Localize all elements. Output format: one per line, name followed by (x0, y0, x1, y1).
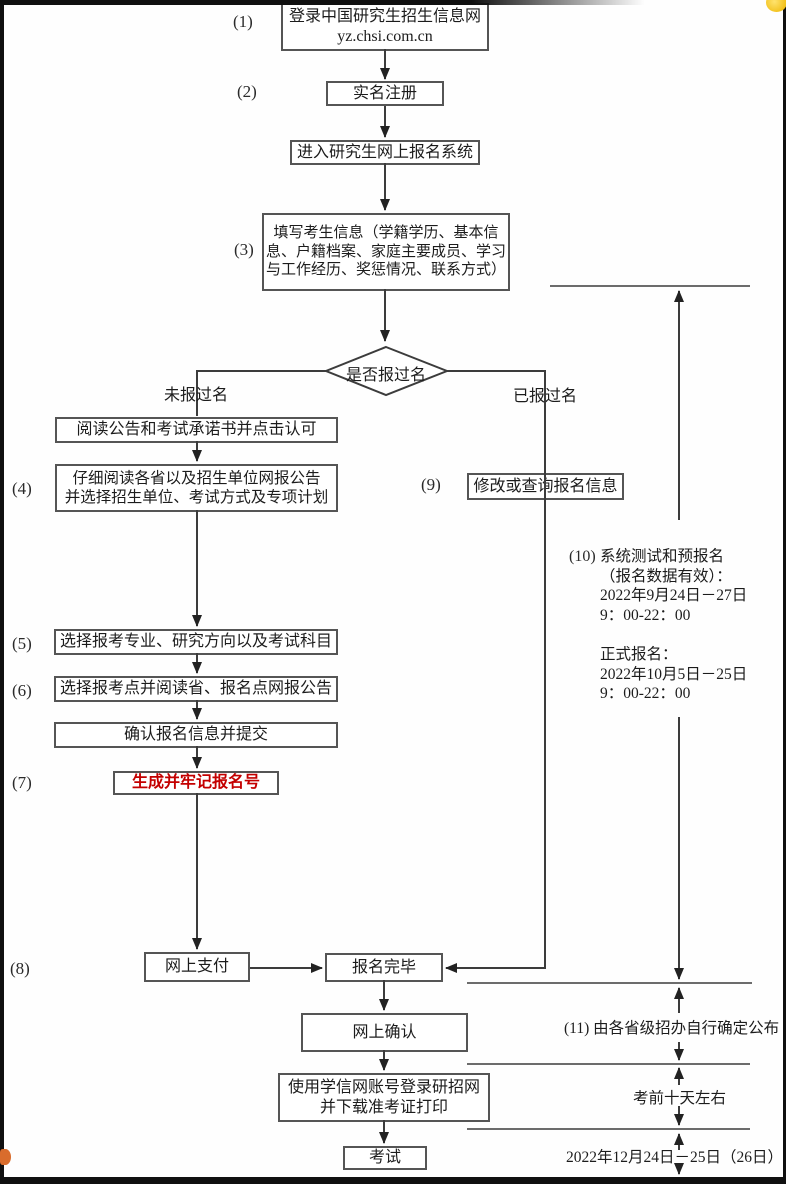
annotation-exam-dates: 2022年12月24日－25日（26日） (566, 1149, 784, 1166)
sticker-hand-icon (0, 1149, 11, 1165)
flow-box-remember-number: 生成并牢记报名号 (113, 771, 279, 795)
annotation-11-text: 由各省级招办自行确定公布 (593, 1020, 780, 1037)
flow-box-registration-done: 报名完毕 (325, 953, 443, 982)
flow-box-read-province-notice: 仔细阅读各省以及招生单位网报公告 并选择招生单位、考试方式及专项计划 (55, 464, 338, 512)
flow-box-online-confirm: 网上确认 (301, 1013, 468, 1052)
step-number-2: (2) (237, 82, 257, 101)
step-number-5: (5) (12, 634, 32, 653)
flow-box-login: 登录中国研究生招生信息网 yz.chsi.com.cn (281, 3, 489, 51)
annotation-ten-days-before-exam: 考前十天左右 (633, 1090, 727, 1107)
flow-box-choose-major: 选择报考专业、研究方向以及考试科目 (54, 629, 338, 655)
annotation-10-number: (10) (569, 548, 596, 565)
step-number-9: (9) (421, 475, 441, 494)
flow-box-register: 实名注册 (326, 81, 444, 106)
branch-label-registered: 已报过名 (513, 388, 578, 405)
frame-edge-top (0, 0, 786, 5)
flow-box-enter-system: 进入研究生网上报名系统 (290, 140, 480, 165)
step-number-3: (3) (234, 240, 254, 259)
flow-box-exam: 考试 (343, 1146, 427, 1170)
decision-label: 是否报过名 (345, 367, 426, 384)
flow-box-pay-online: 网上支付 (144, 952, 250, 982)
frame-edge-bottom (0, 1177, 786, 1184)
step-number-4: (4) (12, 479, 32, 498)
flow-box-confirm-submit: 确认报名信息并提交 (54, 722, 338, 748)
step-number-6: (6) (12, 681, 32, 700)
step-number-8: (8) (10, 959, 30, 978)
frame-edge-left (0, 0, 4, 1184)
annotation-11: (11) 由各省级招办自行确定公布 (564, 1016, 779, 1038)
sticker-smiley-icon (766, 0, 786, 12)
annotation-11-number: (11) (564, 1020, 590, 1037)
annotation-10-dates: 系统测试和预报名 （报名数据有效）： 2022年9月24日－27日 9：00-2… (600, 548, 748, 703)
step-number-1: (1) (233, 12, 253, 31)
flow-box-choose-site: 选择报考点并阅读省、报名点网报公告 (54, 676, 338, 702)
flow-box-fill-info: 填写考生信息（学籍学历、基本信 息、户籍档案、家庭主要成员、学习 与工作经历、奖… (262, 213, 510, 291)
step-number-7: (7) (12, 773, 32, 792)
flow-box-download-ticket: 使用学信网账号登录研招网 并下载准考证打印 (278, 1073, 490, 1122)
flow-box-read-notice: 阅读公告和考试承诺书并点击认可 (55, 417, 338, 443)
frame-edge-right (783, 0, 786, 1184)
branch-label-not-registered: 未报过名 (164, 387, 229, 404)
flow-box-modify-query: 修改或查询报名信息 (467, 473, 624, 500)
